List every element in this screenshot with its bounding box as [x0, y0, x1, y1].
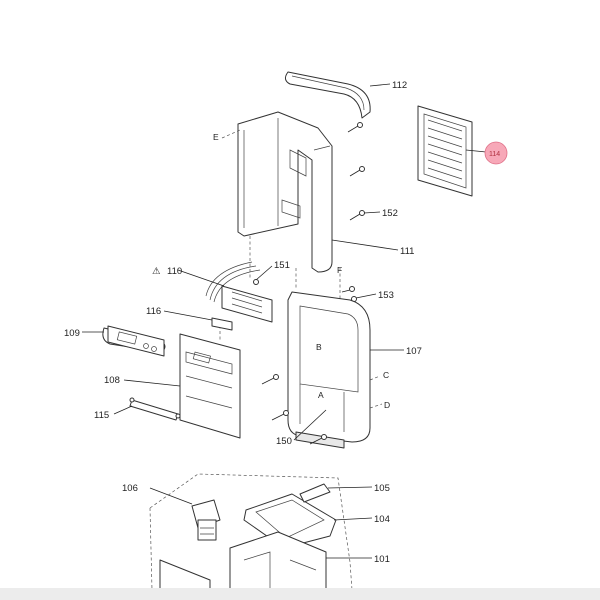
part-109-control-overlay[interactable] [102, 325, 166, 357]
part-101-base[interactable] [159, 531, 327, 591]
label-E: E [213, 132, 219, 142]
part-108-front-panel[interactable] [179, 333, 241, 439]
screws-111[interactable] [347, 122, 365, 221]
part-112-handle[interactable] [284, 71, 371, 119]
label-105: 105 [374, 483, 390, 494]
label-106: 106 [122, 483, 138, 494]
screw-151[interactable] [253, 279, 259, 285]
label-A: A [318, 390, 324, 400]
part-104-tray[interactable] [243, 493, 337, 549]
warning-icon: ⚠ [152, 266, 161, 277]
label-107: 107 [406, 346, 422, 357]
hotspot-114[interactable] [484, 141, 508, 165]
label-109: 109 [64, 328, 80, 339]
label-153: 153 [378, 290, 394, 301]
label-150: 150 [276, 436, 292, 447]
part-106-switch[interactable] [191, 499, 221, 541]
label-116: 116 [146, 306, 161, 317]
part-107-front-frame[interactable] [287, 291, 371, 449]
part-115-handle[interactable] [129, 397, 181, 421]
part-111-rear-housing[interactable] [237, 111, 333, 273]
label-115: 115 [94, 410, 109, 421]
label-F: F [337, 265, 342, 275]
base-outline [149, 473, 353, 591]
label-110: 110 [167, 266, 182, 277]
label-108: 108 [104, 375, 120, 386]
label-D: D [384, 400, 390, 410]
label-B: B [316, 342, 322, 352]
label-101: 101 [374, 554, 390, 565]
label-111: 111 [400, 246, 414, 257]
label-152: 152 [382, 208, 398, 219]
screws-150[interactable] [261, 374, 327, 445]
bottom-scroll-strip [0, 588, 600, 600]
label-C: C [383, 370, 389, 380]
part-105-float[interactable] [299, 483, 331, 503]
label-112: 112 [392, 80, 407, 91]
part-114-filter[interactable] [417, 105, 473, 197]
part-110-wiring-board[interactable] [205, 261, 273, 323]
label-104: 104 [374, 514, 390, 525]
part-116-panel[interactable] [211, 317, 233, 331]
label-151: 151 [274, 260, 290, 271]
label-114: 114 [489, 151, 500, 158]
